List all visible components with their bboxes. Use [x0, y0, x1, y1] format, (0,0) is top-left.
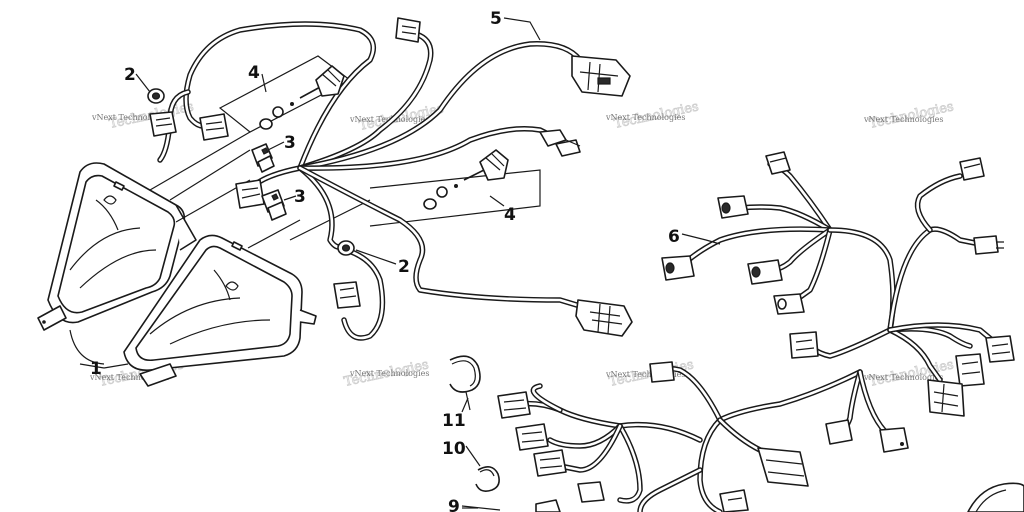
connector [789, 331, 819, 359]
connector [497, 391, 531, 419]
callout-9: 9 [448, 497, 460, 512]
leader-lines [79, 17, 721, 509]
harness-clip-large [449, 355, 481, 411]
connector [773, 293, 805, 315]
callout-4-bottom: 4 [504, 205, 516, 225]
connector [661, 255, 695, 281]
watermark: vNext Technologies [863, 373, 943, 382]
callout-4-top: 4 [248, 63, 260, 83]
connector [199, 113, 229, 141]
bulb [261, 189, 287, 221]
bulb-socket [147, 88, 165, 104]
connector [879, 427, 909, 453]
callout-6: 6 [668, 227, 680, 247]
connector [333, 281, 361, 309]
watermark: vNext Technologies [863, 115, 943, 124]
bulb [251, 143, 275, 173]
connector [765, 151, 791, 175]
connector [571, 55, 631, 97]
connector [985, 335, 1015, 363]
callout-11: 11 [442, 411, 466, 431]
adjuster-assembly [423, 149, 509, 210]
connector [717, 195, 749, 219]
main-harness [157, 21, 583, 341]
watermark: vNext Technologies [349, 369, 429, 378]
connector [973, 235, 1004, 255]
harness-clip-small [475, 466, 500, 492]
headlight-right [123, 234, 317, 387]
callout-1: 1 [90, 359, 102, 379]
callout-5: 5 [490, 9, 502, 29]
cover-partial [967, 482, 1024, 512]
callout-3-bottom: 3 [294, 187, 306, 207]
headlight-left [37, 162, 197, 331]
connector [395, 17, 421, 43]
callout-2-bottom: 2 [398, 257, 410, 277]
callout-10: 10 [442, 439, 466, 459]
watermark: vNext Technologies [89, 373, 169, 382]
connector [825, 419, 853, 445]
connector [515, 423, 549, 451]
bulb-socket [337, 240, 355, 256]
connector [577, 481, 605, 503]
connector [955, 353, 985, 387]
connector [959, 157, 985, 181]
connector [533, 449, 567, 477]
connector [757, 447, 809, 487]
connector [235, 179, 265, 209]
callout-2-top: 2 [124, 65, 136, 85]
watermark: vNext Technologies [605, 370, 685, 379]
connector [539, 129, 581, 157]
connector [927, 379, 965, 417]
connector [575, 299, 633, 337]
connector [535, 499, 561, 512]
connector [747, 259, 783, 285]
watermark: vNext Technologies [91, 113, 171, 122]
connector [719, 489, 749, 512]
callout-3-top: 3 [284, 133, 296, 153]
connector [649, 361, 675, 383]
connector [149, 111, 177, 137]
watermark: vNext Technologies [605, 113, 685, 122]
cable-tie [461, 505, 501, 511]
adjuster-assembly [259, 65, 345, 130]
